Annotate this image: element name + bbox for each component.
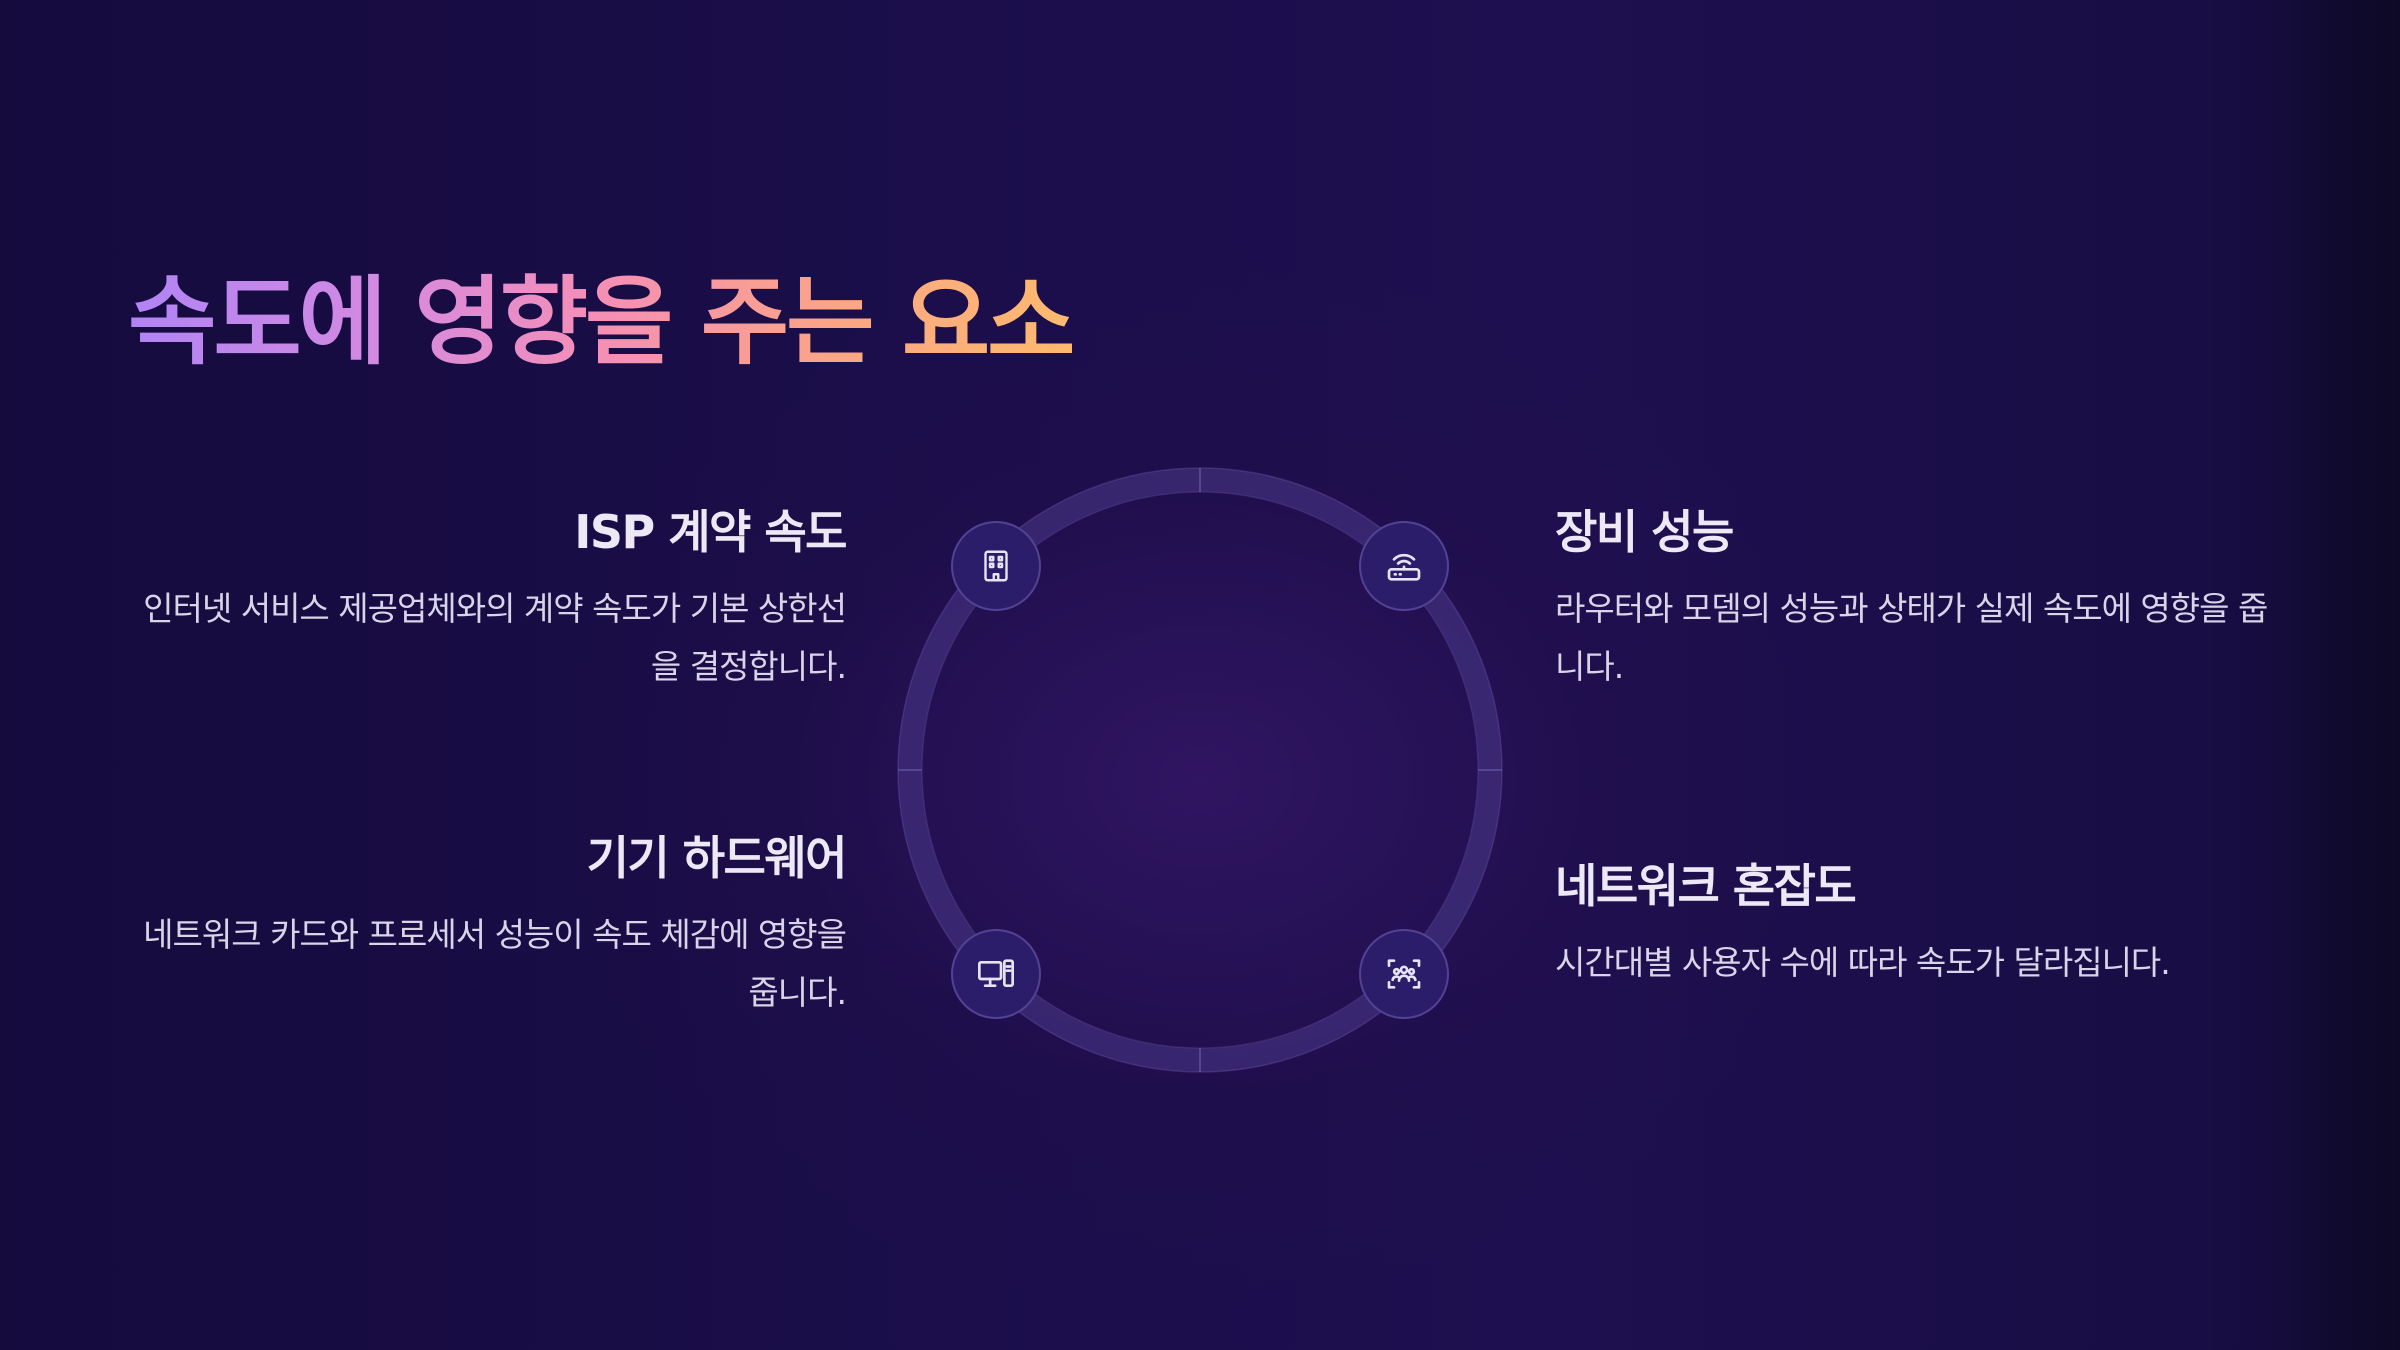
factor-equipment-performance: 장비 성능 라우터와 모뎀의 성능과 상태가 실제 속도에 영향을 줍니다.	[1555, 502, 2275, 696]
router-icon	[1359, 521, 1449, 611]
factor-isp-contract: ISP 계약 속도 인터넷 서비스 제공업체와의 계약 속도가 기본 상한선을 …	[126, 502, 847, 696]
cycle-ring	[897, 467, 1503, 1073]
factor-heading: 장비 성능	[1555, 505, 1734, 559]
factor-description: 시간대별 사용자 수에 따라 속도가 달라집니다.	[1555, 943, 2171, 982]
factor-heading: 네트워크 혼잡도	[1555, 859, 1857, 913]
factor-heading: ISP 계약 속도	[574, 505, 847, 559]
factor-description: 라우터와 모뎀의 성능과 상태가 실제 속도에 영향을 줍니다.	[1555, 589, 2268, 686]
edge-shade	[2280, 0, 2400, 1350]
building-icon	[951, 521, 1041, 611]
people-scan-icon	[1359, 929, 1449, 1019]
factor-device-hardware: 기기 하드웨어 네트워크 카드와 프로세서 성능이 속도 체감에 영향을 줍니다…	[126, 828, 848, 1022]
factor-network-congestion: 네트워크 혼잡도 시간대별 사용자 수에 따라 속도가 달라집니다.	[1555, 856, 2275, 992]
slide-title: 속도에 영향을 주는 요소	[128, 262, 1075, 382]
factor-heading: 기기 하드웨어	[586, 831, 848, 885]
factor-description: 네트워크 카드와 프로세서 성능이 속도 체감에 영향을 줍니다.	[143, 915, 847, 1012]
factor-description: 인터넷 서비스 제공업체와의 계약 속도가 기본 상한선을 결정합니다.	[143, 589, 847, 686]
computer-icon	[951, 929, 1041, 1019]
